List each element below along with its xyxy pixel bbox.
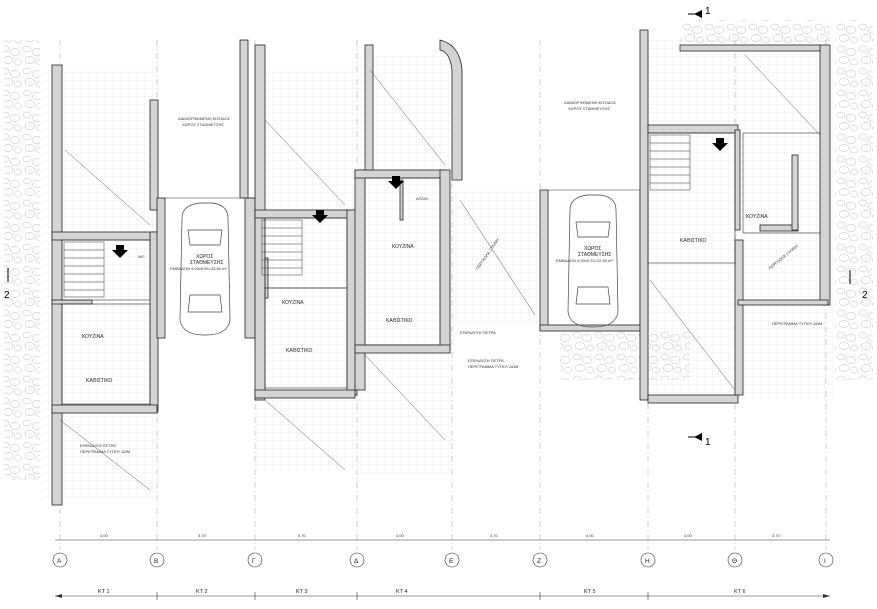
note-wall-4: ΠΕΡΙΓΡΑΜΜΑ ΤΥΠΟΥ ΔΩΜ	[468, 364, 518, 369]
note-wall-6: ΠΕΡΙΓΡΑΜΜΑ ΤΥΠΟΥ ΔΩΜ	[772, 321, 822, 326]
tiles-kt4	[360, 55, 455, 475]
entrance-note-left-1: ΔΙΑΜΟΡΦΩΜΕΝΗ ΕΙΣΟΔΟΣ	[178, 116, 231, 121]
svg-text:2: 2	[4, 290, 10, 301]
dim-4: 4.00	[396, 533, 405, 538]
axis-H: Η	[645, 558, 650, 565]
tiles-kt3	[255, 70, 360, 470]
entrance-note-right-2: ΧΩΡΟΥ ΣΤΑΘΜΕΥΣΗΣ	[568, 106, 610, 111]
unit-kt4: ΚΤ 4	[396, 589, 408, 595]
parking-left-line1: ΧΩΡΟΣ	[196, 254, 213, 260]
parking-right-line1: ΧΩΡΟΣ	[584, 246, 601, 252]
unit-kt6: ΚΤ 6	[734, 589, 746, 595]
stone-ground-left	[4, 40, 40, 480]
dim-7: 4.00	[684, 533, 693, 538]
axis-I: Ι	[824, 558, 826, 565]
grid-axis-labels: Α Β Γ Δ Ε Ζ Η Θ Ι	[52, 552, 834, 568]
note-wc: WC	[138, 254, 145, 259]
svg-text:1: 1	[705, 437, 711, 448]
unit-chain: ΚΤ 1 ΚΤ 2 ΚΤ 3 ΚΤ 4 ΚΤ 5 ΚΤ 6	[55, 589, 830, 600]
entry-arrows	[112, 138, 728, 258]
axis-D: Δ	[354, 558, 359, 565]
axis-A: Α	[57, 558, 62, 565]
dim-3: 5.70	[298, 533, 307, 538]
unit-kt3: ΚΤ 3	[296, 589, 308, 595]
note-stone-1: ΕΠΕΝΔΥΣΗ ΠΕΤΡΑ	[80, 443, 116, 448]
svg-text:1: 1	[705, 6, 711, 17]
axis-G: Γ	[252, 558, 256, 565]
dim-6: 4.00	[586, 533, 595, 538]
parking-right-area: ΕΜΒΑΔΟΝ 4.00x5.70=22.80 m²	[556, 258, 613, 263]
parking-left-area: ΕΜΒΑΔΟΝ 4.00x5.95=23.80 m²	[170, 266, 227, 271]
entrance-note-left-2: ΧΩΡΟΥ ΣΤΑΘΜΕΥΣΗΣ	[182, 122, 224, 127]
section-mark-top: 1	[688, 6, 711, 18]
room-kitchen-6: ΚΟΥΖΙΝΑ	[746, 214, 768, 220]
dim-8: 3.70	[772, 533, 781, 538]
section-mark-bottom: 1	[688, 433, 711, 448]
room-kitchen-4: ΚΟΥΖΙΝΑ	[392, 244, 414, 250]
note-storage: ΑΠΟΘ.	[416, 196, 429, 201]
section-mark-left: 2	[4, 268, 10, 301]
room-living-6: ΚΑΘΙΣΤΙΚΟ	[680, 238, 707, 244]
car-left	[179, 202, 231, 336]
entrance-note-right-1: ΔΙΑΜΟΡΦΩΜΕΝΗ ΕΙΣΟΔΟΣ	[564, 100, 617, 105]
walls	[51, 29, 831, 506]
axis-Th: Θ	[732, 558, 737, 565]
axis-B: Β	[154, 558, 158, 565]
svg-text:2: 2	[862, 290, 868, 301]
slope-lines	[59, 54, 821, 491]
unit-kt5: ΚΤ 5	[584, 589, 596, 595]
room-living-1: ΚΑΘΙΣΤΙΚΟ	[86, 378, 113, 384]
unit-kt2: ΚΤ 2	[196, 589, 208, 595]
room-living-4: ΚΑΘΙΣΤΙΚΟ	[386, 318, 413, 324]
car-right	[567, 194, 619, 328]
note-stone-mid: ΕΠΕΝΔΥΣΗ ΠΕΤΡΑ	[460, 330, 496, 335]
dim-2: 3.70	[198, 533, 207, 538]
room-kitchen-3: ΚΟΥΖΙΝΑ	[282, 300, 304, 306]
section-mark-right: 2	[849, 270, 868, 301]
parking-left-line2: ΣΤΑΘΜΕΥΣΗΣ	[190, 260, 224, 266]
stairs	[63, 134, 691, 298]
dimension-chain: 4.00 3.70 5.70 4.00 3.70 4.00 4.00 3.70	[55, 533, 830, 541]
dim-1: 4.00	[100, 533, 109, 538]
dim-5: 3.70	[490, 533, 499, 538]
room-kitchen-1: ΚΟΥΖΙΝΑ	[82, 334, 104, 340]
unit-kt1: ΚΤ 1	[98, 589, 110, 595]
note-stone-4: ΕΠΕΝΔΥΣΗ ΠΕΤΡΑ	[468, 358, 504, 363]
axis-E: Ε	[449, 558, 454, 565]
stone-ground-right	[835, 20, 873, 380]
interior-lines	[61, 132, 821, 405]
parking-right-line2: ΣΤΑΘΜΕΥΣΗΣ	[578, 252, 612, 258]
room-living-3: ΚΑΘΙΣΤΙΚΟ	[286, 348, 313, 354]
axis-Z: Ζ	[537, 558, 541, 565]
note-wall-1: ΠΕΡΙΓΡΑΜΜΑ ΤΥΠΟΥ ΔΩΜ	[80, 449, 130, 454]
